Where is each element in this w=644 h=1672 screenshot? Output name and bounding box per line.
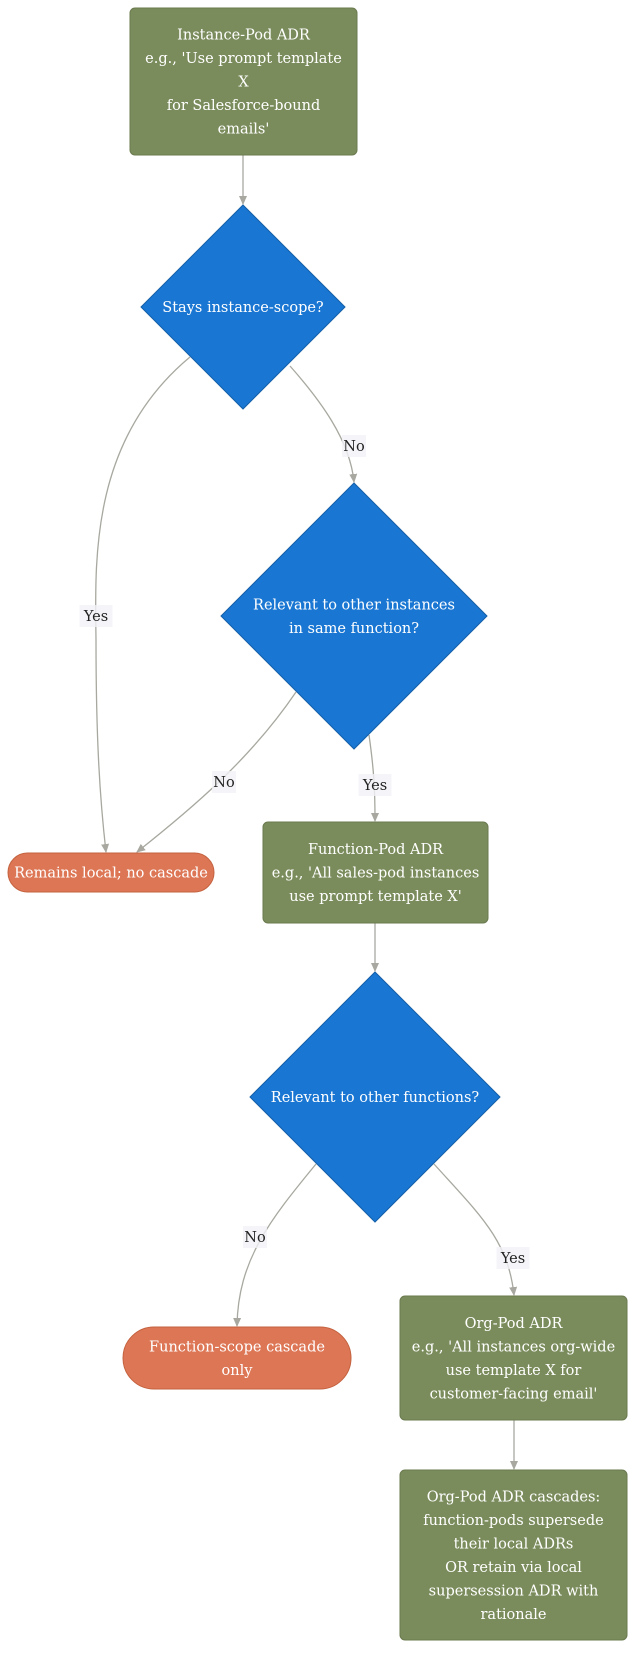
node-org-pod-adr: Org-Pod ADR e.g., 'All instances org-wide… (399, 1295, 628, 1421)
edge-label-text: No (213, 775, 234, 791)
terminal-pill (122, 1326, 352, 1390)
process-box (399, 1469, 628, 1641)
node-text-line: Function-Pod ADR (308, 842, 444, 858)
edge-label: No (243, 1226, 267, 1248)
node-instance-pod-adr: Instance-Pod ADR e.g., 'Use prompt templa… (129, 7, 358, 156)
node-text-line: Org-Pod ADR cascades: (427, 1489, 601, 1505)
node-text-line: e.g., 'Use prompt template (145, 51, 342, 67)
node-text-line: supersession ADR with (429, 1583, 599, 1599)
node-text-line: Relevant to other instances (253, 597, 455, 613)
edge-label: No (212, 771, 236, 793)
node-text-line: for Salesforce-bound (167, 98, 320, 114)
node-function-scope-cascade: Function-scope cascade only (122, 1326, 352, 1390)
node-stays-instance-scope: Stays instance-scope? (140, 204, 346, 410)
nodes: Instance-Pod ADR e.g., 'Use prompt templa… (7, 7, 628, 1641)
node-text-line: use prompt template X' (289, 889, 461, 905)
edge-label-bg (79, 605, 113, 627)
node-text-line: OR retain via local (445, 1560, 582, 1576)
node-relevant-other-functions: Relevant to other functions? (249, 971, 501, 1223)
decision-diamond (220, 482, 488, 750)
edge-label: Yes (496, 1247, 530, 1269)
edge-label-bg (212, 771, 236, 793)
node-text-line: only (222, 1363, 254, 1379)
node-text-line: e.g., 'All sales-pod instances (272, 866, 480, 882)
node-function-pod-adr: Function-Pod ADR e.g., 'All sales-pod ins… (262, 821, 489, 924)
node-remains-local: Remains local; no cascade (7, 852, 215, 893)
node-text-line: Instance-Pod ADR (177, 28, 311, 44)
edge-label-bg (496, 1247, 530, 1269)
process-box (129, 7, 358, 156)
node-text-line: emails' (218, 122, 270, 138)
edge-arrow (95, 356, 191, 853)
edges (95, 155, 518, 1470)
edge-arrow (433, 1163, 518, 1296)
edge-label: Yes (358, 774, 392, 796)
node-text-line: their local ADRs (454, 1536, 574, 1552)
edge-label-text: Yes (362, 778, 387, 794)
node-text-line: e.g., 'All instances org-wide (412, 1339, 615, 1355)
node-text-line: Org-Pod ADR (465, 1316, 564, 1332)
edge-label-bg (358, 774, 392, 796)
node-org-pod-adr-cascades: Org-Pod ADR cascades: function-pods super… (399, 1469, 628, 1641)
node-text-line: Relevant to other functions? (271, 1090, 480, 1106)
process-box (399, 1295, 628, 1421)
node-text-line: rationale (481, 1607, 547, 1623)
node-text-line: Function-scope cascade (149, 1339, 325, 1355)
edge-label-bg (342, 435, 366, 457)
terminal-pill (7, 852, 215, 893)
edge-label: No (342, 435, 366, 457)
node-text-line: in same function? (289, 621, 419, 637)
edge-label: Yes (79, 605, 113, 627)
edge-label-text: No (244, 1230, 265, 1246)
node-text-line: use template X for (446, 1363, 582, 1379)
node-text-line: customer-facing email' (430, 1386, 598, 1402)
decision-diamond (249, 971, 501, 1223)
node-relevant-other-instances: Relevant to other instances in same funct… (220, 482, 488, 750)
node-text-line: Stays instance-scope? (162, 300, 324, 316)
process-box (262, 821, 489, 924)
node-text-line: Remains local; no cascade (14, 866, 208, 882)
edge-label-text: No (343, 439, 364, 455)
edge-arrow (289, 365, 358, 483)
edge-label-text: Yes (83, 609, 108, 625)
decision-diamond (140, 204, 346, 410)
node-text-line: function-pods supersede (423, 1513, 603, 1529)
edge-label-text: Yes (500, 1251, 525, 1267)
node-text-line: X (238, 75, 249, 91)
edge-label-bg (243, 1226, 267, 1248)
